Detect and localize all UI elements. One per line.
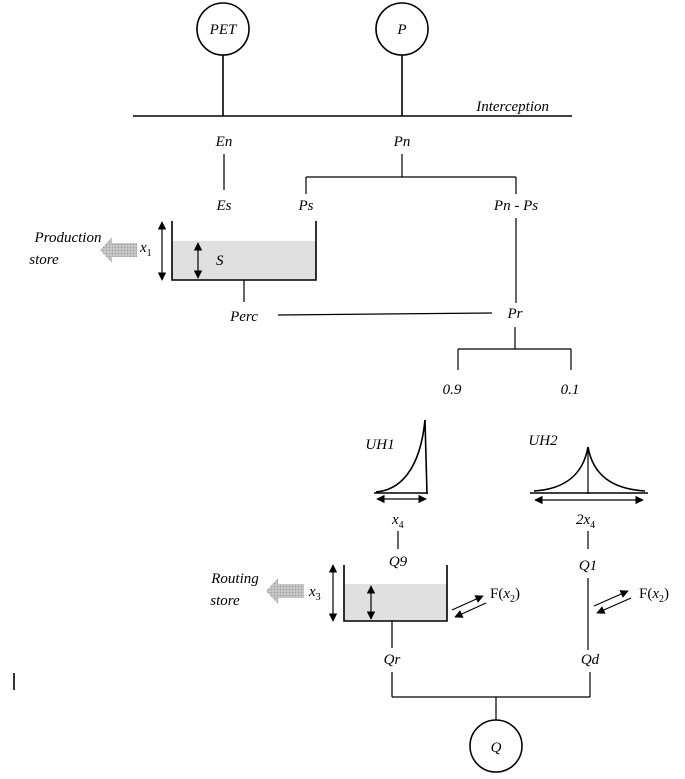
routing-store-water (344, 584, 447, 621)
routing-store-label-line2: store (210, 593, 240, 609)
routing-store-label-line1: Routing (210, 571, 259, 587)
uh2-curve (533, 446, 646, 492)
exchange-in-arrow-routing (454, 602, 487, 618)
split-01-label: 0.1 (561, 382, 580, 398)
production-store-water (172, 241, 316, 280)
production-store-label-line1: Production (34, 230, 102, 246)
uh1-curve (375, 419, 426, 493)
pet-input: PET (196, 2, 250, 56)
q-circle (469, 719, 523, 773)
uh1-hydrograph (374, 419, 428, 504)
p-label: P (396, 22, 406, 38)
uh1-drop (424, 419, 428, 495)
pn-ps-label: Pn - Ps (493, 198, 538, 214)
q-output: Q (469, 719, 523, 773)
x3-parameter: x3 (308, 584, 321, 603)
split-09-label: 0.9 (443, 382, 462, 398)
uh2-hydrograph (530, 446, 648, 505)
f-x2-direct: F(x2) (639, 586, 669, 605)
pn-label: Pn (393, 134, 411, 150)
uh1-label: UH1 (365, 437, 394, 453)
routing-store (328, 564, 448, 622)
x1-parameter: x1 (139, 240, 152, 259)
es-label: Es (216, 198, 232, 214)
x4-parameter: x4 (391, 512, 404, 531)
perc-label: Perc (229, 309, 258, 325)
two-x4-parameter: 2x4 (576, 512, 595, 531)
q9-label: Q9 (389, 554, 408, 570)
exchange-out-arrow-routing (451, 595, 484, 611)
pet-label: PET (209, 22, 238, 38)
production-store-label-line2: store (29, 252, 59, 268)
s-label: S (216, 253, 224, 269)
pr-label: Pr (507, 306, 523, 322)
exchange-out-arrow-direct (593, 590, 629, 607)
production-store: S (157, 221, 317, 281)
interception-label: Interception (475, 99, 549, 115)
routing-store-tank (343, 565, 448, 622)
f-x2-routing: F(x2) (490, 586, 520, 605)
routing-store-leak-arrow (266, 578, 304, 604)
ps-label: Ps (298, 198, 314, 214)
q-label: Q (491, 740, 502, 756)
uh2-label: UH2 (528, 433, 558, 449)
en-label: En (215, 134, 233, 150)
production-store-leak-arrow (100, 237, 137, 263)
exchange-in-arrow-direct (596, 597, 632, 614)
q1-label: Q1 (579, 558, 597, 574)
qr-label: Qr (384, 652, 401, 668)
p-input: P (375, 2, 429, 56)
qd-label: Qd (581, 652, 600, 668)
perc-to-pr-line (277, 312, 493, 316)
